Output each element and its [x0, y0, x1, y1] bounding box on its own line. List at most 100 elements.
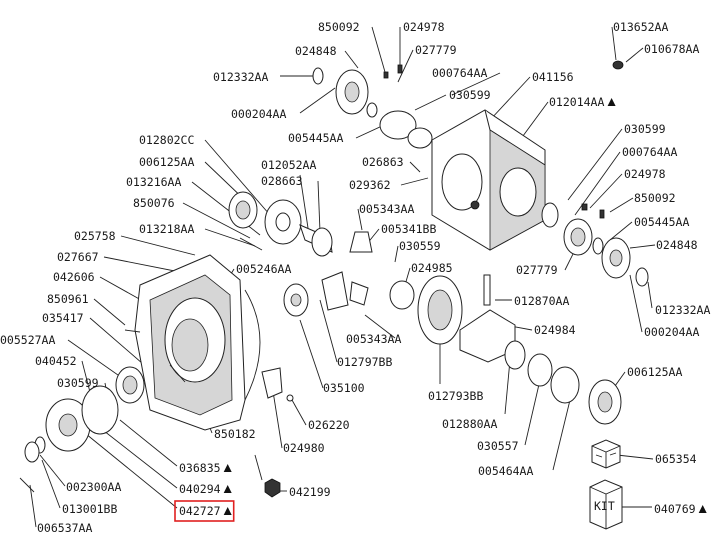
gear-housing [431, 109, 546, 251]
part-number-text: 012880AA [442, 417, 497, 431]
part-label-012797BB: 012797BB [337, 355, 392, 369]
part-number-text: 028663 [261, 174, 303, 188]
part-number-text: 005527AA [0, 333, 55, 347]
part-number-text: 012797BB [337, 355, 392, 369]
part-label-005343AA: 005343AA [346, 332, 401, 346]
part-label-025758: 025758 [74, 229, 116, 243]
input-bearing-group [228, 191, 333, 257]
part-number-text: 026863 [362, 155, 404, 169]
part-number-labels: 850092 024978 013652AA 024848 027779 010678AA… [0, 20, 710, 535]
part-label-030599: 030599 [57, 376, 99, 390]
part-number-text: 030599 [624, 122, 666, 136]
part-label-005445AA: 005445AA [634, 215, 689, 229]
part-number-text: 850961 [47, 292, 89, 306]
pinion-shaft-group [459, 309, 622, 425]
part-label-005464AA: 005464AA [478, 464, 533, 478]
top-flange-group [312, 64, 433, 149]
part-number-text: 024848 [295, 44, 337, 58]
part-number-text: 040452 [35, 354, 77, 368]
part-number-text: 006125AA [139, 155, 194, 169]
part-label-850092: 850092 [318, 20, 360, 34]
part-label-850182: 850182 [214, 427, 256, 441]
part-label-002300AA: 002300AA [66, 480, 121, 494]
part-number-text: 005246AA [236, 262, 291, 276]
part-number-text: 035100 [323, 381, 365, 395]
part-number-text: 027667 [57, 250, 99, 264]
part-label-042727: 042727 [174, 500, 235, 522]
part-number-text: 024984 [534, 323, 576, 337]
part-number-text: 000764AA [622, 145, 677, 159]
part-label-012870AA: 012870AA [514, 294, 569, 308]
triangle-marker-icon [223, 464, 232, 472]
part-number-text: 024980 [283, 441, 325, 455]
part-number-text: 013652AA [613, 20, 668, 34]
part-number-text: 012332AA [213, 70, 268, 84]
part-number-text: 027779 [415, 43, 457, 57]
part-number-text: 026220 [308, 418, 350, 432]
triangle-marker-icon [607, 98, 616, 106]
part-label-006537AA: 006537AA [37, 521, 92, 535]
part-number-text: 010678AA [644, 42, 699, 56]
leader-lines [29, 26, 656, 528]
part-number-text: 012014AA [549, 95, 604, 109]
small-parts [124, 329, 294, 498]
part-number-text: 012793BB [428, 389, 483, 403]
part-label-005341BB: 005341BB [381, 222, 436, 236]
part-label-010678AA: 010678AA [644, 42, 699, 56]
part-number-text: 850092 [634, 191, 676, 205]
part-label-005445AA: 005445AA [288, 131, 343, 145]
part-number-text: 065354 [655, 452, 697, 466]
part-label-850961: 850961 [47, 292, 89, 306]
part-label-012014AA: 012014AA [549, 95, 616, 109]
part-number-text: 042606 [53, 270, 95, 284]
kit-box: KIT [589, 479, 623, 530]
part-label-041156: 041156 [532, 70, 574, 84]
part-label-024848: 024848 [656, 238, 698, 252]
part-number-text: 005464AA [478, 464, 533, 478]
part-number-text: 000764AA [432, 66, 487, 80]
part-number-text: 035417 [42, 311, 84, 325]
part-label-030599: 030599 [624, 122, 666, 136]
part-label-027779: 027779 [415, 43, 457, 57]
part-number-text: 005445AA [634, 215, 689, 229]
part-number-text: 024978 [624, 167, 666, 181]
part-number-text: 027779 [516, 263, 558, 277]
cube-part [591, 439, 621, 469]
part-label-013001BB: 013001BB [62, 502, 117, 516]
part-label-026220: 026220 [308, 418, 350, 432]
part-label-036835: 036835 [179, 461, 232, 475]
part-label-024984: 024984 [534, 323, 576, 337]
part-label-012880AA: 012880AA [442, 417, 497, 431]
part-label-030599: 030599 [449, 88, 491, 102]
part-number-text: 030559 [399, 239, 441, 253]
part-label-005527AA: 005527AA [0, 333, 55, 347]
part-label-024985: 024985 [411, 261, 453, 275]
part-label-005246AA: 005246AA [236, 262, 291, 276]
part-number-text: 006537AA [37, 521, 92, 535]
part-label-026863: 026863 [362, 155, 404, 169]
part-number-text: 012332AA [655, 303, 710, 317]
part-label-000204AA: 000204AA [231, 107, 286, 121]
part-label-040294: 040294 [179, 482, 232, 496]
part-label-000764AA: 000764AA [432, 66, 487, 80]
part-number-text: 005445AA [288, 131, 343, 145]
part-number-text: 040769 [654, 502, 696, 516]
part-number-text: 850076 [133, 196, 175, 210]
part-label-005343AA: 005343AA [359, 202, 414, 216]
part-number-text: 012052AA [261, 158, 316, 172]
part-label-027667: 027667 [57, 250, 99, 264]
part-label-030559: 030559 [399, 239, 441, 253]
part-number-text: 012802CC [139, 133, 194, 147]
part-number-text: 036835 [179, 461, 221, 475]
part-label-035100: 035100 [323, 381, 365, 395]
right-flange-group [541, 60, 649, 287]
part-label-012332AA: 012332AA [655, 303, 710, 317]
left-flange-group [19, 366, 145, 493]
part-label-013218AA: 013218AA [139, 222, 194, 236]
triangle-marker-icon [698, 505, 707, 513]
part-label-040769: 040769 [654, 502, 707, 516]
part-label-024978: 024978 [624, 167, 666, 181]
part-number-text: 850182 [214, 427, 256, 441]
part-number-text: 029362 [349, 178, 391, 192]
